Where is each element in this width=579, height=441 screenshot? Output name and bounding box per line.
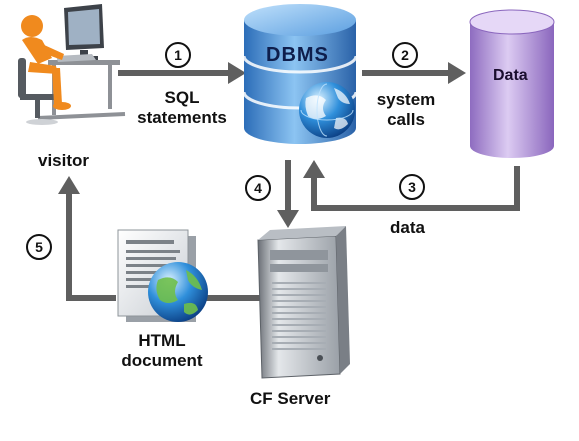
system-calls-line2: calls <box>387 110 425 129</box>
arrow-to-visitor-v <box>66 192 72 301</box>
cf-server-icon <box>257 226 350 379</box>
arrow-to-cf-server-head <box>277 210 299 228</box>
html-document-line2: document <box>121 351 203 370</box>
dbms-label: DBMS <box>266 44 329 66</box>
step-1-badge: 1 <box>165 42 191 68</box>
html-document-label: HTML document <box>106 331 218 371</box>
html-document-line1: HTML <box>138 331 186 350</box>
arrow-sql-statements <box>118 70 230 76</box>
visitor-icon <box>18 4 126 125</box>
system-calls-line1: system <box>376 90 436 109</box>
arrow-system-calls-head <box>448 62 466 84</box>
data-cylinder-icon <box>469 9 555 158</box>
step-4-badge: 4 <box>245 175 271 201</box>
flow-arrows <box>58 62 520 301</box>
visitor-label: visitor <box>38 151 90 170</box>
system-calls-label: system calls <box>364 90 448 130</box>
arrow-data-return-v1 <box>514 166 520 211</box>
data-store-label: Data <box>493 67 528 84</box>
sql-statements-line2: statements <box>137 108 227 127</box>
arrow-to-visitor-head <box>58 176 80 194</box>
connector-server-doc <box>200 295 266 301</box>
arrow-system-calls <box>362 70 450 76</box>
sql-statements-line1: SQL <box>164 88 200 107</box>
arrow-data-return-v2 <box>311 176 317 211</box>
data-flow-label: data <box>390 218 425 237</box>
html-document-icon <box>117 229 208 322</box>
step-5-badge: 5 <box>26 234 52 260</box>
arrow-to-cf-server <box>285 160 291 212</box>
arrow-data-return-head <box>303 160 325 178</box>
arrow-sql-statements-head <box>228 62 246 84</box>
step-3-badge: 3 <box>399 174 425 200</box>
sql-statements-label: SQL statements <box>132 88 232 128</box>
globe-icon <box>299 82 355 138</box>
arrow-data-return-h <box>311 205 520 211</box>
cf-server-label: CF Server <box>250 389 331 408</box>
connector-doc-left <box>66 295 116 301</box>
step-2-badge: 2 <box>392 42 418 68</box>
